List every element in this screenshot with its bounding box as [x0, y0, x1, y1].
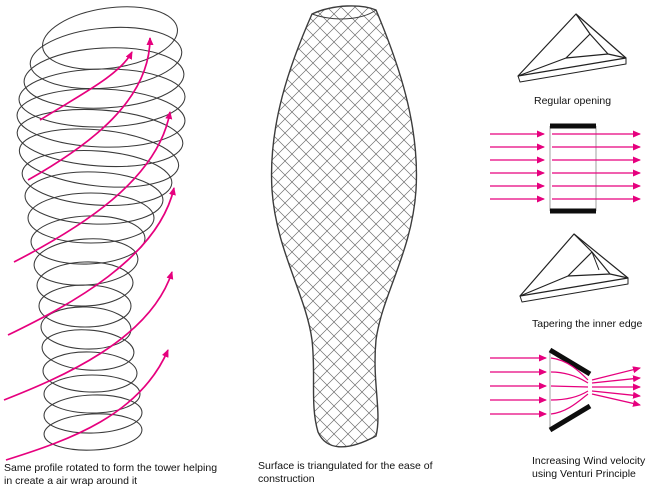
rotated-profile-tower-drawing	[3, 6, 186, 461]
tapering-edge-label: Tapering the inner edge	[532, 318, 643, 330]
wind-flow-venturi-diagram	[490, 347, 641, 433]
nozzle-walls	[548, 347, 592, 433]
venturi-label: Increasing Wind velocity using Venturi P…	[532, 455, 646, 481]
profile-ellipses	[16, 6, 186, 451]
regular-opening-label: Regular opening	[534, 95, 612, 107]
triangulated-surface-tower-drawing	[270, 5, 418, 448]
channel-walls	[550, 123, 596, 214]
tower-surface	[270, 5, 418, 448]
left-tower-caption: Same profile rotated to form the tower h…	[4, 462, 218, 488]
middle-tower-caption: Surface is triangulated for the ease of …	[258, 460, 433, 486]
wind-flow-regular-opening-diagram	[490, 123, 641, 214]
wind-arrows-in	[490, 354, 547, 418]
wind-spiral-arrows	[3, 37, 176, 461]
wind-arrows	[490, 130, 641, 203]
wind-arrows-out	[591, 366, 641, 407]
regular-opening-prism-icon	[517, 13, 627, 83]
channel-sides	[549, 126, 597, 211]
tapered-inner-edge-prism-icon	[519, 233, 629, 303]
tower-top-rim	[311, 9, 377, 20]
wind-converging-lines	[550, 357, 589, 415]
